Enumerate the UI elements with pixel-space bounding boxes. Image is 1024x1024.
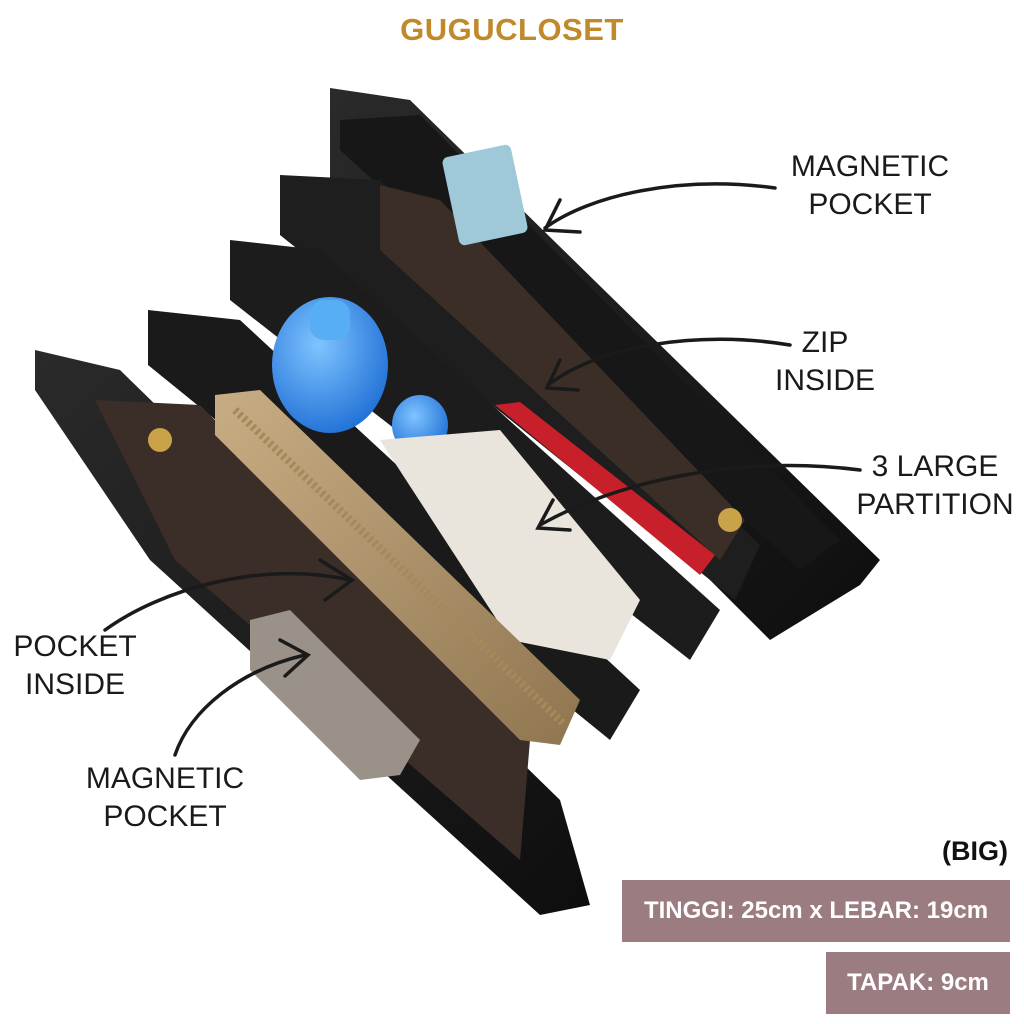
size-base-badge: TAPAK: 9cm xyxy=(826,952,1010,1014)
callout-line: PARTITION xyxy=(856,488,1014,521)
bag-contents xyxy=(148,144,742,780)
callout-line: POCKET xyxy=(808,188,932,221)
magnetic-clasp xyxy=(718,508,742,532)
brand-logo: GUGUCLOSET xyxy=(400,12,624,47)
arrow-zip-inside xyxy=(546,337,792,387)
callout-line: 3 LARGE xyxy=(871,450,999,483)
arrow-zip-inside-head xyxy=(544,358,580,392)
arrow-pocket-inside-head xyxy=(318,558,356,602)
magnetic-pocket-card xyxy=(442,144,528,246)
magnetic-clasp xyxy=(148,428,172,452)
callout-line: ZIP xyxy=(801,326,849,359)
arrow-magnetic-pocket-top-head xyxy=(542,198,582,234)
callout-pocket-inside: POCKET INSIDE xyxy=(0,628,150,704)
callout-zip-inside: ZIP INSIDE xyxy=(770,324,880,400)
arrow-pocket-inside xyxy=(103,571,352,632)
callout-line: INSIDE xyxy=(24,668,126,701)
arrow-magnetic-pocket-top xyxy=(543,182,777,230)
red-pen xyxy=(495,402,715,575)
size-dimensions-badge: TINGGI: 25cm x LEBAR: 19cm xyxy=(622,880,1010,942)
callout-line: INSIDE xyxy=(774,364,876,397)
wallet-zipper xyxy=(232,407,568,728)
arrow-large-partition xyxy=(538,463,862,527)
smartphone xyxy=(250,610,420,780)
arrow-magnetic-pocket-bottom-head xyxy=(278,638,312,678)
magnetic-pocket-front xyxy=(95,400,530,860)
callout-line: POCKET xyxy=(13,630,137,663)
blue-baby-bottle xyxy=(272,297,388,433)
callout-magnetic-pocket-bottom: MAGNETIC POCKET xyxy=(70,760,260,836)
callout-large-partition: 3 LARGE PARTITION xyxy=(850,448,1020,524)
arrow-magnetic-pocket-bottom xyxy=(173,653,307,757)
callout-magnetic-pocket-top: MAGNETIC POCKET xyxy=(770,148,970,224)
size-variant-title: (BIG) xyxy=(942,836,1008,866)
divider-one xyxy=(280,175,760,600)
callout-arrows xyxy=(103,182,862,757)
baby-wipes xyxy=(380,430,640,660)
zip-wallet xyxy=(215,390,580,745)
arrow-large-partition-head xyxy=(535,498,572,532)
callout-line: MAGNETIC xyxy=(790,150,950,183)
blue-baby-bottle-nipple xyxy=(310,300,350,340)
zip-compartment xyxy=(380,185,745,560)
callout-line: MAGNETIC xyxy=(85,762,245,795)
callout-line: POCKET xyxy=(103,800,227,833)
